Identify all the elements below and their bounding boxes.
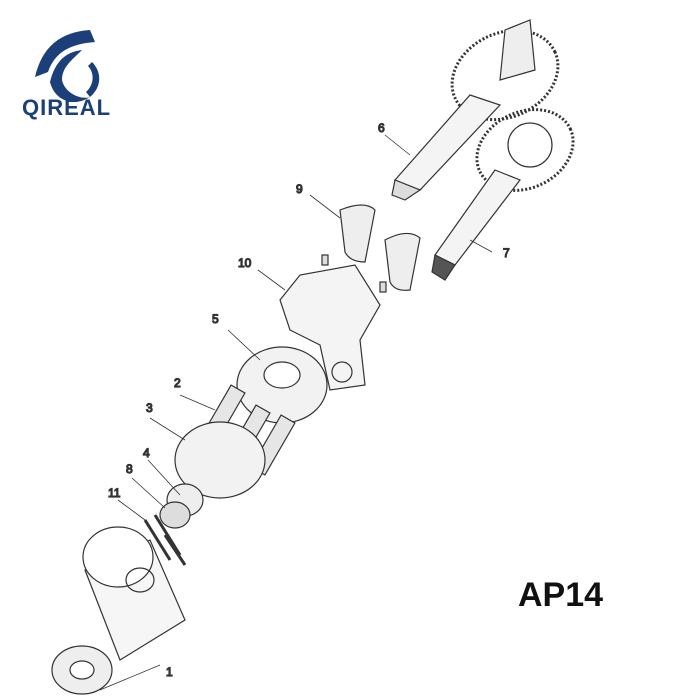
- label-8: 8: [126, 462, 133, 476]
- thrust-shoe-9b: [384, 232, 421, 291]
- yoke-10: [279, 264, 381, 391]
- brand-name: QIREAL: [22, 95, 112, 120]
- label-3: 3: [146, 401, 153, 415]
- label-7: 7: [503, 246, 510, 260]
- brand-logo-icon: [35, 30, 100, 102]
- label-4: 4: [143, 446, 150, 460]
- label-2: 2: [174, 376, 181, 390]
- label-5: 5: [212, 312, 219, 326]
- ring-8: [159, 501, 191, 529]
- thrust-shoe-9a: [339, 204, 376, 263]
- pins-11: [143, 514, 187, 566]
- shaft-6: [391, 19, 560, 201]
- shaft-7: [431, 108, 575, 281]
- retainer-3: [174, 421, 266, 499]
- label-10: 10: [238, 256, 252, 270]
- label-6: 6: [378, 121, 385, 135]
- model-name: AP14: [518, 576, 604, 614]
- label-11: 11: [108, 486, 121, 500]
- label-1: 1: [166, 665, 173, 679]
- label-9: 9: [296, 182, 303, 196]
